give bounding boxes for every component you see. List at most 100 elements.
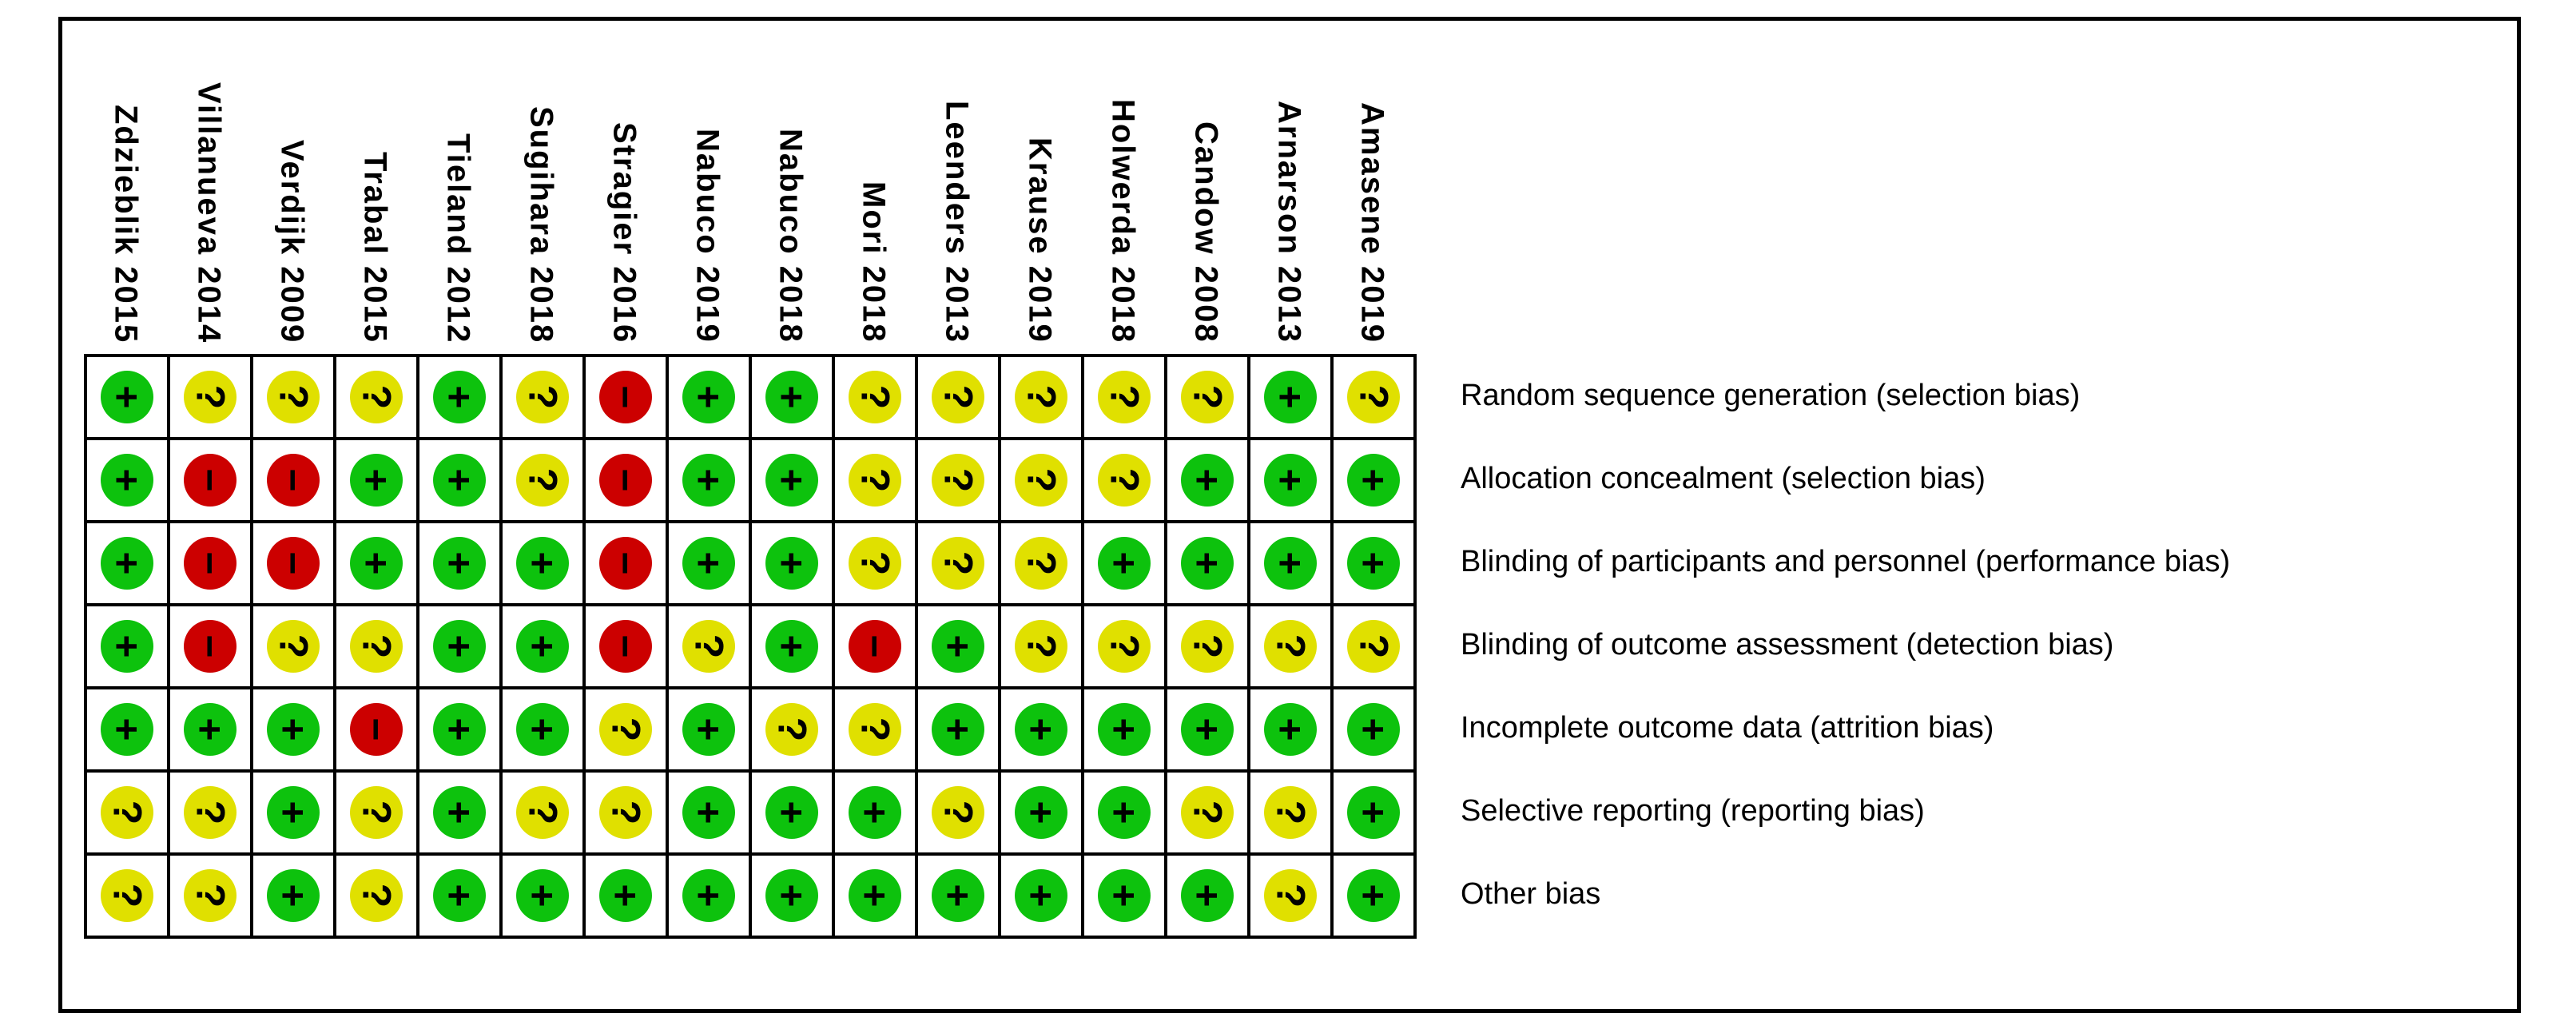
judgment-circle: + bbox=[433, 620, 486, 673]
judgment-symbol: + bbox=[353, 468, 399, 492]
judgment-symbol: + bbox=[769, 801, 814, 824]
judgment-circle: + bbox=[1098, 869, 1151, 922]
rob-cell: + bbox=[1000, 771, 1083, 854]
judgment-symbol: + bbox=[769, 634, 814, 658]
judgment-symbol: + bbox=[1267, 385, 1313, 409]
rob-cell: ? bbox=[584, 771, 667, 854]
judgment-circle: + bbox=[433, 786, 486, 839]
study-column-label: Sugihara 2018 bbox=[523, 105, 559, 344]
judgment-circle: + bbox=[516, 620, 569, 673]
judgment-circle: + bbox=[433, 703, 486, 756]
judgment-circle: + bbox=[682, 454, 735, 507]
judgment-circle: ? bbox=[516, 371, 569, 423]
rob-cell: ? bbox=[833, 356, 916, 439]
rob-cell: + bbox=[1249, 688, 1332, 771]
rob-cell: ? bbox=[1000, 439, 1083, 522]
study-column-label: Zdzieblik 2015 bbox=[108, 104, 144, 344]
judgment-circle: ? bbox=[350, 786, 403, 839]
judgment-symbol: + bbox=[353, 551, 399, 575]
study-column-slot: Zdzieblik 2015 bbox=[84, 17, 167, 344]
judgment-symbol: + bbox=[769, 551, 814, 575]
judgment-circle: ? bbox=[1181, 786, 1234, 839]
judgment-symbol: ? bbox=[519, 467, 565, 493]
judgment-symbol: + bbox=[104, 468, 149, 492]
rob-cell: + bbox=[252, 771, 335, 854]
judgment-circle: ? bbox=[1264, 869, 1317, 922]
rob-cell: ? bbox=[335, 771, 418, 854]
judgment-symbol: + bbox=[769, 385, 814, 409]
rob-cell: + bbox=[1332, 522, 1415, 605]
judgment-circle: + bbox=[1264, 537, 1317, 590]
judgment-symbol: + bbox=[104, 551, 149, 575]
judgment-symbol: − bbox=[602, 385, 648, 409]
bias-domain-row-label: Blinding of outcome assessment (detectio… bbox=[1461, 627, 2114, 662]
rob-grid: +???+?−++?????+?+−−++?−++????++++−−+++−+… bbox=[84, 354, 1417, 939]
judgment-symbol: ? bbox=[852, 467, 897, 493]
judgment-circle: − bbox=[849, 620, 901, 673]
judgment-symbol: + bbox=[769, 884, 814, 908]
judgment-symbol: + bbox=[1184, 468, 1230, 492]
judgment-circle: + bbox=[101, 371, 153, 423]
rob-cell: + bbox=[667, 356, 750, 439]
judgment-circle: + bbox=[682, 786, 735, 839]
rob-cell: + bbox=[1083, 522, 1166, 605]
judgment-circle: ? bbox=[599, 703, 652, 756]
rob-cell: + bbox=[252, 854, 335, 937]
judgment-circle: + bbox=[1098, 703, 1151, 756]
rob-cell: ? bbox=[335, 605, 418, 688]
study-column-label: Trabal 2015 bbox=[357, 152, 393, 344]
rob-cell: + bbox=[1083, 854, 1166, 937]
judgment-symbol: ? bbox=[769, 717, 814, 742]
rob-cell: ? bbox=[584, 688, 667, 771]
rob-cell: + bbox=[1000, 854, 1083, 937]
judgment-circle: ? bbox=[682, 620, 735, 673]
judgment-symbol: ? bbox=[353, 800, 399, 825]
judgment-symbol: ? bbox=[602, 717, 648, 742]
study-column-slot: Amasene 2019 bbox=[1330, 17, 1413, 344]
judgment-symbol: + bbox=[852, 884, 897, 908]
judgment-symbol: + bbox=[436, 634, 482, 658]
judgment-symbol: + bbox=[519, 884, 565, 908]
rob-cell: + bbox=[916, 605, 1000, 688]
rob-cell: ? bbox=[501, 771, 584, 854]
rob-cell: ? bbox=[916, 522, 1000, 605]
rob-cell: ? bbox=[1083, 356, 1166, 439]
judgment-circle: ? bbox=[849, 454, 901, 507]
rob-cell: + bbox=[1249, 439, 1332, 522]
rob-cell: ? bbox=[667, 605, 750, 688]
judgment-circle: ? bbox=[1098, 371, 1151, 423]
rob-cell: + bbox=[916, 854, 1000, 937]
judgment-circle: + bbox=[682, 371, 735, 423]
judgment-circle: + bbox=[849, 869, 901, 922]
study-column-label: Nabuco 2019 bbox=[690, 129, 725, 344]
judgment-circle: + bbox=[765, 371, 818, 423]
judgment-symbol: + bbox=[1018, 884, 1063, 908]
rob-cell: ? bbox=[916, 439, 1000, 522]
judgment-symbol: − bbox=[602, 551, 648, 575]
judgment-symbol: ? bbox=[1018, 384, 1063, 410]
judgment-symbol: + bbox=[602, 884, 648, 908]
judgment-symbol: − bbox=[602, 468, 648, 492]
judgment-symbol: + bbox=[519, 551, 565, 575]
judgment-symbol: ? bbox=[852, 717, 897, 742]
judgment-symbol: + bbox=[769, 468, 814, 492]
study-column-label: Candow 2008 bbox=[1188, 121, 1224, 344]
study-column-label: Mori 2018 bbox=[856, 181, 892, 344]
rob-cell: + bbox=[1083, 771, 1166, 854]
judgment-symbol: ? bbox=[1018, 634, 1063, 659]
judgment-circle: ? bbox=[849, 537, 901, 590]
judgment-circle: ? bbox=[516, 786, 569, 839]
judgment-circle: + bbox=[1181, 703, 1234, 756]
judgment-symbol: ? bbox=[1101, 384, 1147, 410]
rob-cell: + bbox=[750, 854, 833, 937]
judgment-circle: + bbox=[516, 537, 569, 590]
judgment-symbol: + bbox=[1267, 551, 1313, 575]
judgment-circle: + bbox=[1015, 703, 1067, 756]
judgment-symbol: + bbox=[686, 385, 731, 409]
rob-cell: + bbox=[750, 522, 833, 605]
judgment-symbol: ? bbox=[935, 384, 980, 410]
judgment-symbol: ? bbox=[519, 384, 565, 410]
judgment-symbol: ? bbox=[1184, 384, 1230, 410]
judgment-symbol: + bbox=[104, 717, 149, 741]
